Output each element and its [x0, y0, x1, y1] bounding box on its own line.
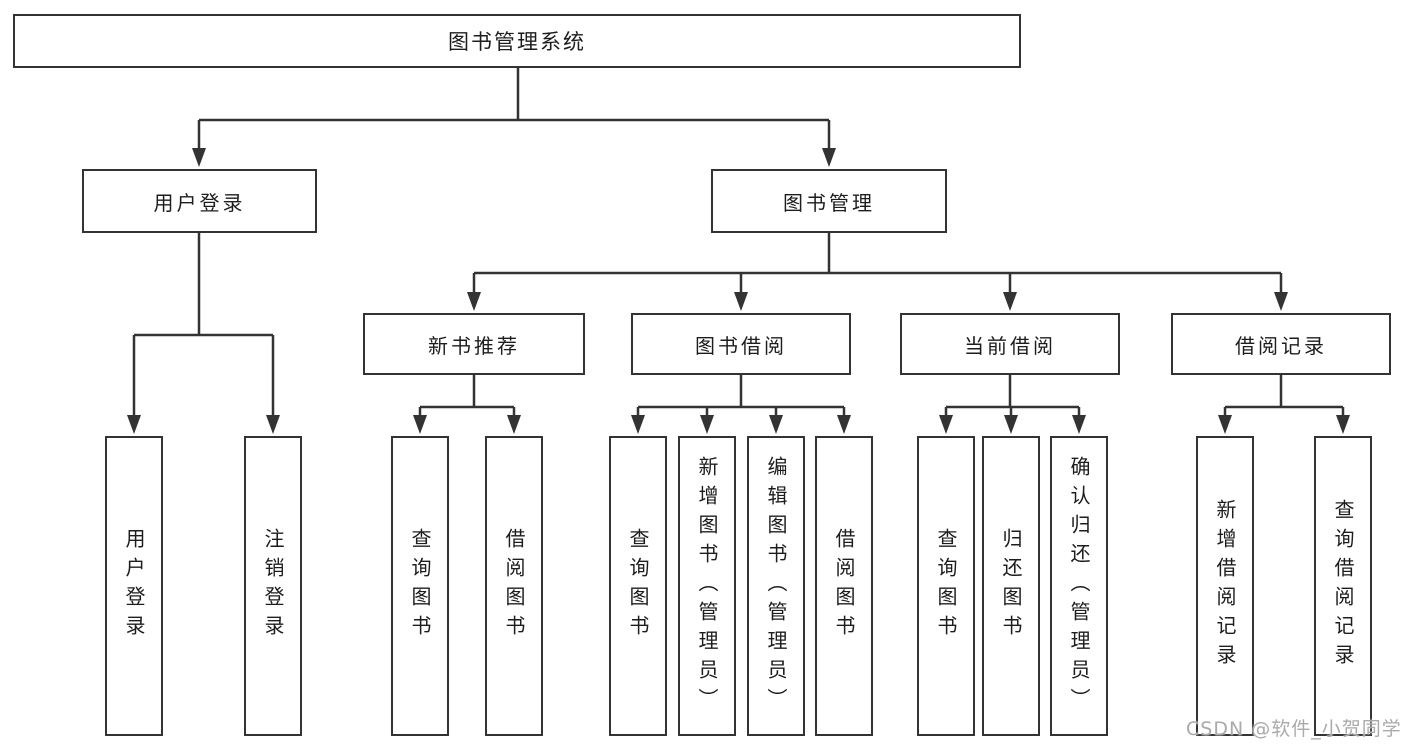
leaf-return-books-label: 归还图书: [999, 528, 1023, 644]
leaf-edit-books-admin-label: 编辑图书（管理员）: [764, 455, 788, 717]
leaf-query-books-current: 查询图书: [917, 436, 975, 736]
node-borrowing-records: 借阅记录: [1171, 313, 1391, 375]
leaf-query-books-current-label: 查询图书: [934, 528, 958, 644]
node-root-system: 图书管理系统: [13, 14, 1021, 68]
leaf-logout: 注销登录: [244, 436, 302, 736]
node-new-book-recommend-label: 新书推荐: [428, 333, 520, 358]
node-user-login-branch: 用户登录: [82, 169, 317, 233]
node-book-management-branch: 图书管理: [711, 169, 947, 233]
leaf-add-borrow-record: 新增借阅记录: [1196, 436, 1254, 736]
leaf-add-books-admin-label: 新增图书（管理员）: [695, 455, 719, 717]
leaf-add-borrow-record-label: 新增借阅记录: [1213, 499, 1237, 673]
leaf-edit-books-admin: 编辑图书（管理员）: [747, 436, 805, 736]
leaf-query-borrow-record-label: 查询借阅记录: [1331, 499, 1355, 673]
leaf-confirm-return-admin: 确认归还（管理员）: [1050, 436, 1108, 736]
node-borrowing-records-label: 借阅记录: [1235, 333, 1327, 358]
node-current-borrowing: 当前借阅: [900, 313, 1120, 375]
arrowheads: [127, 148, 1350, 434]
node-user-login-branch-label: 用户登录: [153, 190, 246, 215]
leaf-borrow-books: 借阅图书: [815, 436, 873, 736]
node-book-borrowing-label: 图书借阅: [695, 333, 787, 358]
leaf-query-books-recommend: 查询图书: [391, 436, 449, 736]
leaf-query-books-borrowing-label: 查询图书: [626, 528, 650, 644]
leaf-user-login: 用户登录: [105, 436, 163, 736]
leaf-query-borrow-record: 查询借阅记录: [1314, 436, 1372, 736]
node-book-borrowing: 图书借阅: [631, 313, 851, 375]
leaf-borrow-books-recommend: 借阅图书: [485, 436, 543, 736]
leaf-confirm-return-admin-label: 确认归还（管理员）: [1067, 455, 1091, 717]
leaf-user-login-label: 用户登录: [122, 528, 146, 644]
leaf-query-books-borrowing: 查询图书: [609, 436, 667, 736]
leaf-borrow-books-recommend-label: 借阅图书: [502, 528, 526, 644]
node-current-borrowing-label: 当前借阅: [964, 333, 1056, 358]
leaf-query-books-recommend-label: 查询图书: [408, 528, 432, 644]
node-root-system-label: 图书管理系统: [448, 30, 586, 54]
leaf-borrow-books-label: 借阅图书: [832, 528, 856, 644]
node-new-book-recommend: 新书推荐: [363, 313, 585, 375]
leaf-add-books-admin: 新增图书（管理员）: [678, 436, 736, 736]
leaf-return-books: 归还图书: [982, 436, 1040, 736]
leaf-logout-label: 注销登录: [261, 528, 285, 644]
node-book-management-branch-label: 图书管理: [783, 190, 875, 215]
csdn-watermark: CSDN @软件_小贺同学: [1186, 718, 1402, 740]
